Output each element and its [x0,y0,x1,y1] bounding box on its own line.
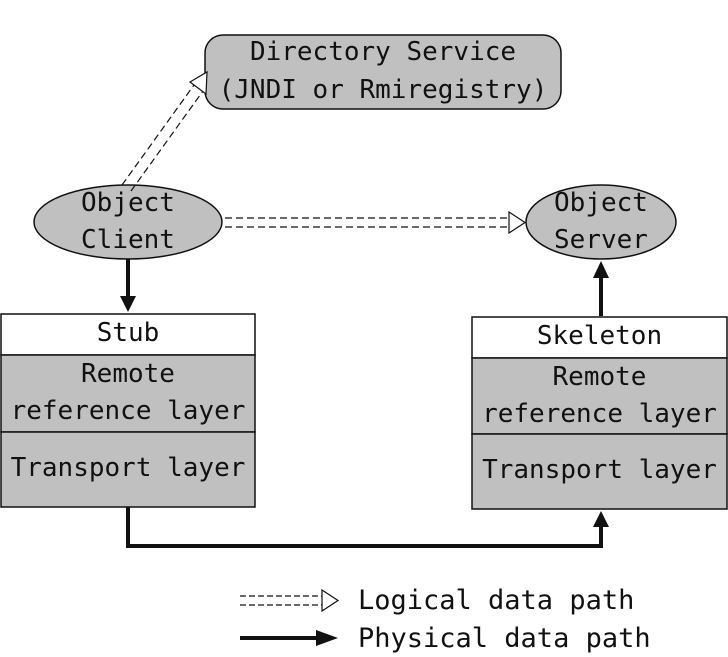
logical-arrow-client-to-directory [121,70,208,192]
server-stack [471,316,728,510]
server-transport-label: Transport layer [482,455,717,485]
logical-arrow-client-to-server [225,210,527,235]
server-remote-label-line1: Remote [552,362,647,392]
server-remote-label-line2: reference layer [482,399,717,429]
object-client-label-line1: Object [81,188,175,218]
legend-physical-label: Physical data path [358,623,651,654]
client-remote-label-line2: reference layer [10,396,246,426]
object-client-label-line2: Client [81,225,175,255]
skeleton-label: Skeleton [536,321,663,351]
directory-service-box [204,34,562,110]
client-stack [0,313,256,508]
legend-physical-symbol [240,630,338,646]
directory-service-label-line1: Directory Service [249,37,517,67]
object-server-label-line2: Server [554,225,648,255]
legend-logical-label: Logical data path [358,585,635,616]
physical-arrow-skeleton-to-server [593,261,609,316]
stub-layer-box [0,313,256,356]
client-transport-label: Transport layer [10,453,246,483]
stub-label: Stub [96,318,160,348]
legend-logical-symbol [240,588,340,613]
client-remote-label-line1: Remote [81,359,175,389]
object-server-label-line1: Object [554,188,648,218]
object-server-node [525,184,677,260]
physical-path-transport-link [126,507,609,548]
physical-arrow-client-to-stub [120,259,136,312]
directory-service-label-line2: (JNDI or Rmiregistry) [218,75,548,105]
server-transport-layer-box [471,433,728,510]
